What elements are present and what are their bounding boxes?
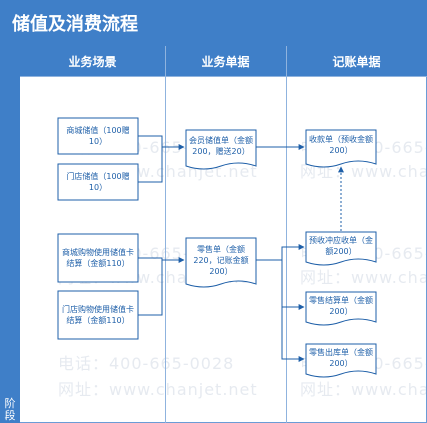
lane-divider (286, 46, 287, 423)
node-mall-recharge: 商城储值（100赠10） (66, 126, 130, 146)
node-retail-doc: 零售单（金额220，记账金额200） (193, 244, 249, 276)
node-member-recharge-doc: 会员储值单（金额200，赠送20） (189, 136, 253, 156)
phase-label: 阶段 (4, 397, 16, 422)
column-header-business-doc: 业务单据 (165, 46, 286, 76)
node-prepay-offset-doc: 预收冲应收单（金额200） (309, 235, 373, 256)
node-retail-outbound-doc: 零售出库单（金额200） (309, 347, 373, 368)
header-divider (20, 76, 427, 77)
connector-retail-doc-to-outbound (281, 307, 305, 362)
connector-retail-doc-to-settlement (281, 260, 305, 310)
node-mall-purchase-box (57, 233, 139, 283)
phase-lane (0, 46, 20, 423)
column-header-scenario: 业务场景 (20, 46, 165, 76)
node-retail-settlement-doc-shape (305, 291, 377, 326)
connector-retail-doc-to-prepay-offset (256, 244, 305, 261)
node-retail-settlement-doc: 零售结算单（金额200） (309, 295, 373, 316)
connector-store-recharge-to-member-doc (138, 147, 163, 183)
connector-mall-recharge-to-member-doc (138, 135, 185, 150)
connector-store-purchase-to-retail-doc (138, 260, 163, 316)
node-mall-purchase: 商城购物使用储值卡结算（金额110） (62, 248, 134, 268)
node-store-recharge: 门店储值（100赠10） (66, 172, 130, 192)
lane-divider (165, 46, 166, 423)
node-receipt-doc-shape (305, 129, 377, 168)
node-prepay-offset-doc-shape (305, 231, 377, 266)
connector-mall-purchase-to-retail-doc (138, 257, 185, 263)
node-receipt-doc: 收款单（预收金额200） (309, 135, 373, 155)
diagram-title: 储值及消费流程 (12, 14, 138, 35)
column-header-accounting-doc: 记账单据 (286, 46, 427, 76)
node-retail-outbound-doc-shape (305, 343, 377, 378)
node-member-recharge-doc-shape (185, 129, 257, 170)
node-retail-doc-shape (185, 237, 257, 288)
node-store-purchase-box (57, 290, 139, 340)
node-store-purchase: 门店购物使用储值卡结算（金额110） (62, 305, 134, 325)
node-mall-recharge-box (57, 117, 139, 155)
node-store-recharge-box (57, 163, 139, 201)
title-bar: 储值及消费流程 (0, 0, 427, 46)
